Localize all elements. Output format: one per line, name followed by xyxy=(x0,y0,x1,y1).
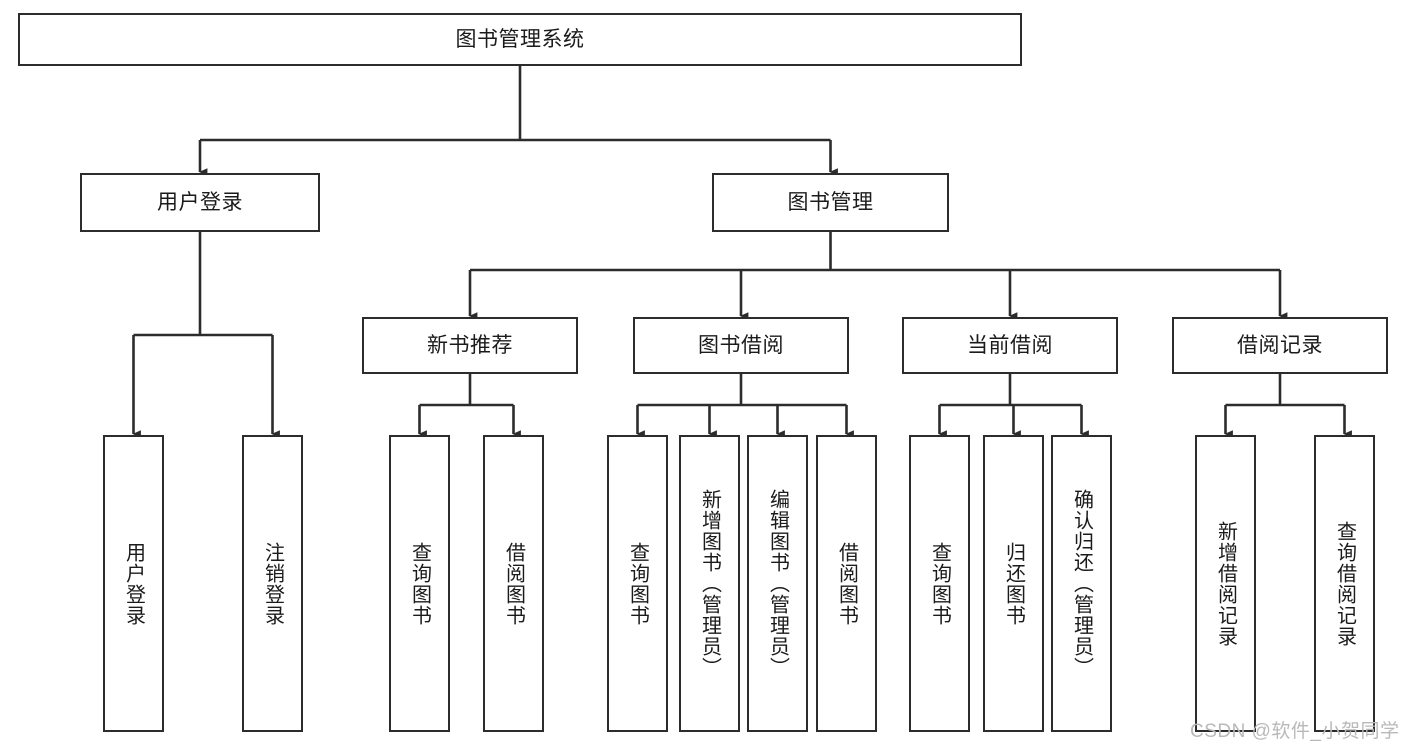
node-label-leaf-return: 归还图书 xyxy=(1002,541,1025,626)
node-leaf-add-rec[interactable]: 新增借阅记录 xyxy=(1195,435,1256,732)
node-label-leaf-borrow-2: 借阅图书 xyxy=(835,541,858,626)
node-label-leaf-add-book: 新增图书（管理员） xyxy=(698,489,721,678)
node-label-current-borrow: 当前借阅 xyxy=(967,333,1053,357)
node-label-leaf-add-rec: 新增借阅记录 xyxy=(1214,520,1237,647)
node-leaf-query-2[interactable]: 查询图书 xyxy=(607,435,668,732)
node-leaf-borrow-1[interactable]: 借阅图书 xyxy=(483,435,544,732)
node-label-leaf-query-rec: 查询借阅记录 xyxy=(1333,520,1356,647)
node-book-manage[interactable]: 图书管理 xyxy=(712,173,949,232)
node-leaf-borrow-2[interactable]: 借阅图书 xyxy=(816,435,877,732)
node-label-leaf-query-2: 查询图书 xyxy=(626,541,649,626)
node-leaf-return[interactable]: 归还图书 xyxy=(983,435,1044,732)
node-label-leaf-edit-book: 编辑图书（管理员） xyxy=(766,489,789,678)
node-leaf-add-book[interactable]: 新增图书（管理员） xyxy=(679,435,740,732)
csdn-watermark: CSDN @软件_小贺同学 xyxy=(1190,721,1400,742)
node-login[interactable]: 用户登录 xyxy=(80,173,320,232)
node-label-book-borrow: 图书借阅 xyxy=(698,333,784,357)
node-label-new-book-rec: 新书推荐 xyxy=(427,333,513,357)
node-label-leaf-logout: 注销登录 xyxy=(261,541,284,626)
node-label-leaf-user-login: 用户登录 xyxy=(122,541,145,626)
node-label-login: 用户登录 xyxy=(157,190,243,214)
node-label-leaf-confirm: 确认归还（管理员） xyxy=(1070,489,1093,678)
node-borrow-record[interactable]: 借阅记录 xyxy=(1172,317,1388,374)
node-leaf-confirm[interactable]: 确认归还（管理员） xyxy=(1051,435,1112,732)
node-root[interactable]: 图书管理系统 xyxy=(18,13,1022,66)
node-new-book-rec[interactable]: 新书推荐 xyxy=(362,317,578,374)
node-label-leaf-query-1: 查询图书 xyxy=(408,541,431,626)
node-current-borrow[interactable]: 当前借阅 xyxy=(902,317,1118,374)
node-label-borrow-record: 借阅记录 xyxy=(1237,333,1323,357)
node-book-borrow[interactable]: 图书借阅 xyxy=(633,317,849,374)
node-leaf-logout[interactable]: 注销登录 xyxy=(242,435,303,732)
node-leaf-query-1[interactable]: 查询图书 xyxy=(389,435,450,732)
node-leaf-query-3[interactable]: 查询图书 xyxy=(909,435,970,732)
node-leaf-user-login[interactable]: 用户登录 xyxy=(103,435,164,732)
node-leaf-query-rec[interactable]: 查询借阅记录 xyxy=(1314,435,1375,732)
edge-group xyxy=(132,66,1352,438)
node-leaf-edit-book[interactable]: 编辑图书（管理员） xyxy=(747,435,808,732)
node-label-leaf-borrow-1: 借阅图书 xyxy=(502,541,525,626)
node-label-book-manage: 图书管理 xyxy=(787,190,874,214)
node-label-root: 图书管理系统 xyxy=(455,27,585,51)
node-label-leaf-query-3: 查询图书 xyxy=(928,541,951,626)
